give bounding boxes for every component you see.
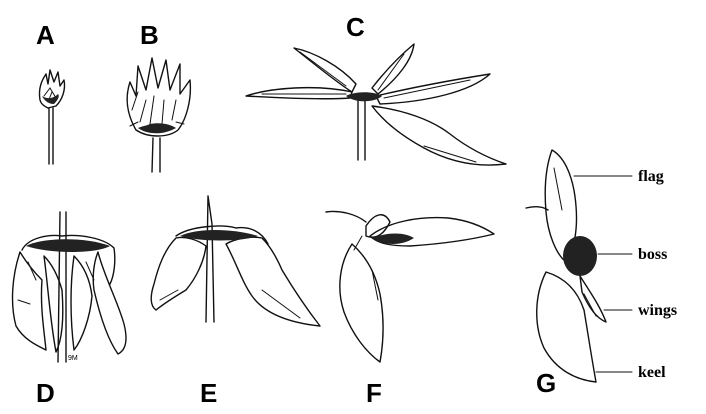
stage-f-side-view-drawing xyxy=(326,211,494,362)
stage-e-curled-petals-drawing xyxy=(151,196,320,326)
stage-b-bud-drawing xyxy=(127,58,190,172)
boss-spot-shape xyxy=(563,236,597,276)
panel-label-g: G xyxy=(536,368,556,398)
panel-label-b: B xyxy=(140,20,159,50)
boss-label: boss xyxy=(638,246,667,263)
wings-label: wings xyxy=(638,302,677,319)
stage-a-bud-drawing xyxy=(39,70,64,164)
keel-label: keel xyxy=(638,364,666,381)
flag-label: flag xyxy=(638,168,664,185)
stage-d-drooping-petals-drawing xyxy=(13,212,126,362)
panel-label-f: F xyxy=(366,378,382,408)
panel-label-a: A xyxy=(36,20,55,50)
scale-mark-text: 9M xyxy=(68,355,78,362)
stage-c-open-flower-drawing xyxy=(246,44,506,165)
panel-label-d: D xyxy=(36,378,55,408)
stage-g-labeled-flower-drawing xyxy=(526,150,632,382)
panel-label-c: C xyxy=(346,12,365,42)
panel-label-e: E xyxy=(200,378,217,408)
